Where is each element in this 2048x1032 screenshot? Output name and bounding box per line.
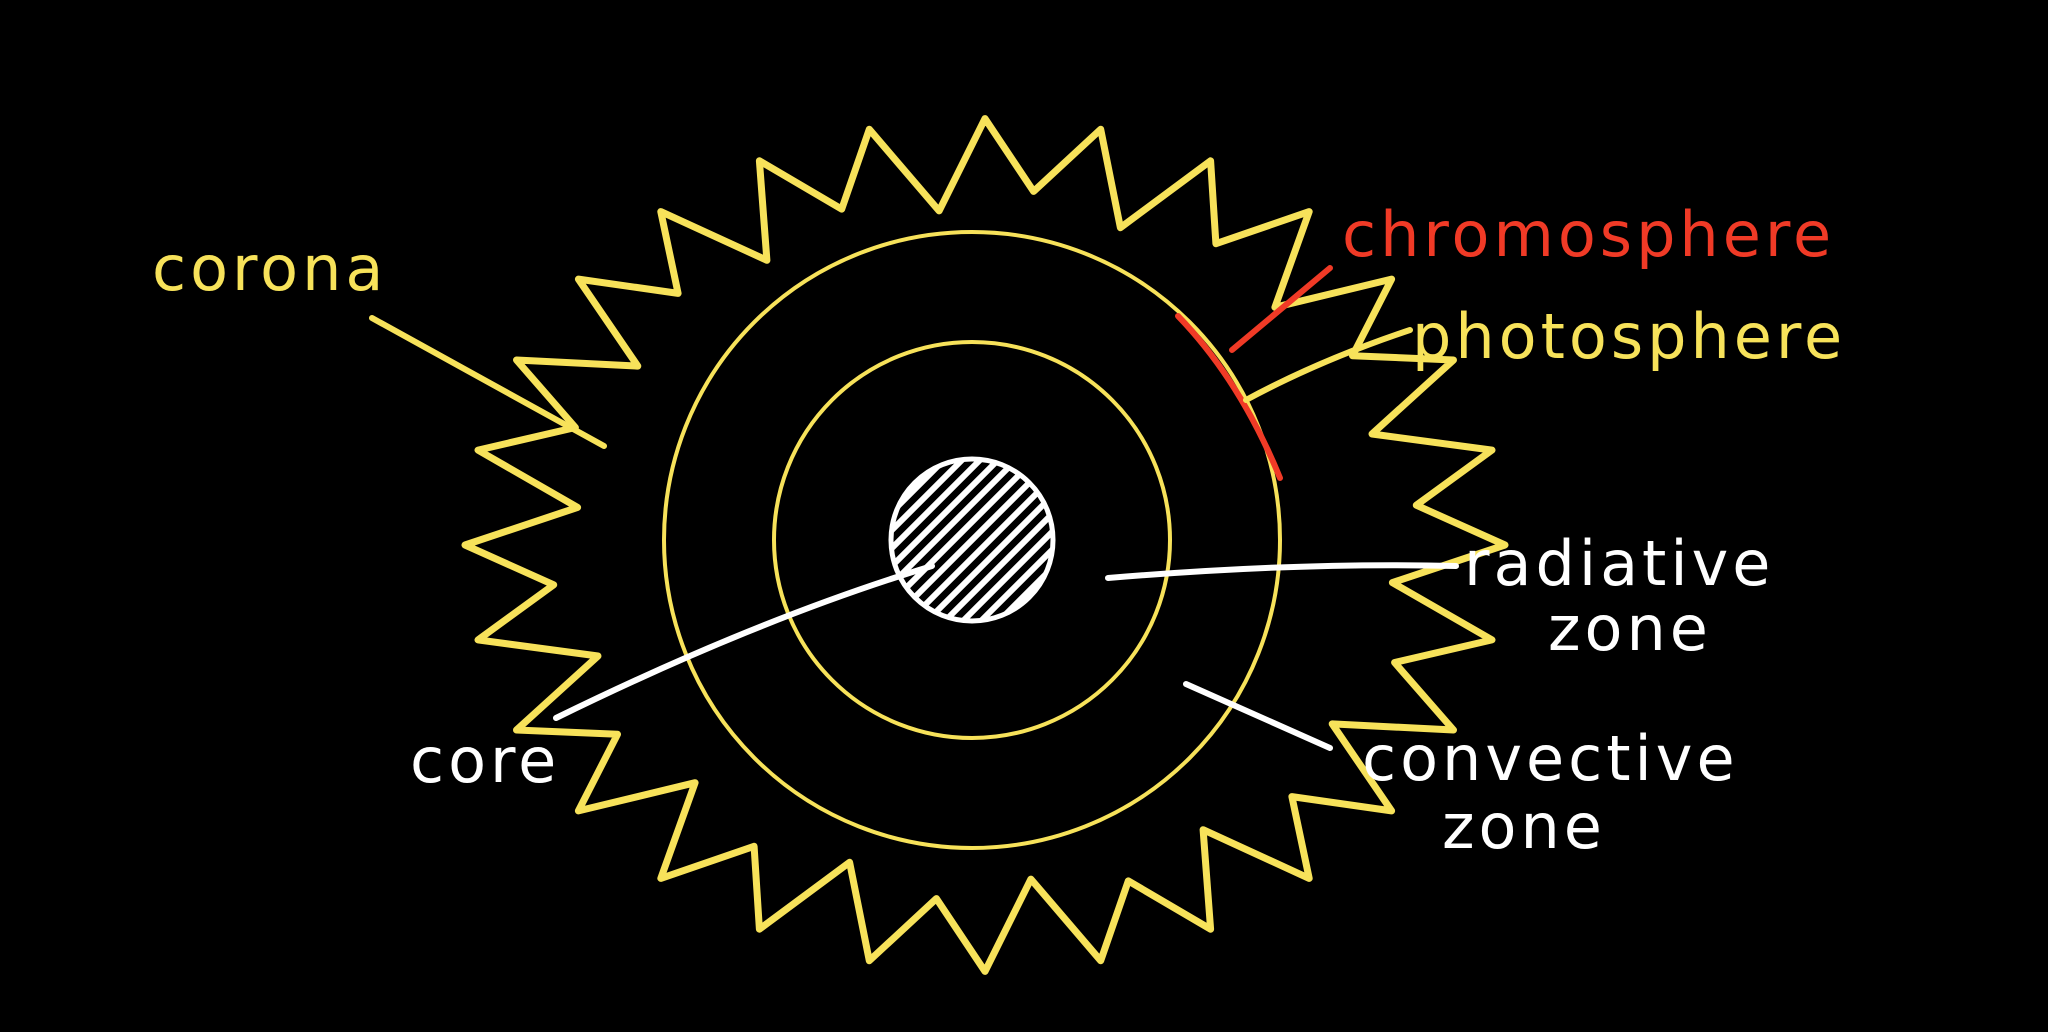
convective-zone-label-line2: zone: [1442, 790, 1606, 863]
radiative-zone-pointer-line: [1105, 562, 1459, 581]
convective-zone-label-line1: convective: [1362, 722, 1739, 795]
core-hatch-line: [987, 459, 1053, 621]
core-hatch-line: [891, 459, 1029, 621]
corona-outline: [461, 115, 1509, 975]
chromosphere-arc: [1175, 313, 1283, 481]
radiative-zone-label-line1: radiative: [1464, 527, 1774, 600]
photosphere-ring: [662, 230, 1282, 850]
core-hatch-line: [891, 459, 957, 621]
convective-zone-pointer-line: [1183, 681, 1333, 751]
corona-pointer-line: [369, 315, 607, 449]
core-hatch-line: [891, 459, 1053, 621]
core-hatching: [891, 459, 1053, 621]
core-pointer-line: [553, 563, 935, 721]
core-hatch-line: [891, 459, 993, 621]
radiative-zone-label-line2: zone: [1548, 592, 1712, 665]
core-hatch-line: [951, 459, 1053, 621]
core-circle: [888, 456, 1056, 624]
core-hatch-line: [891, 459, 975, 621]
chromosphere-label: chromosphere: [1342, 198, 1835, 271]
core-label: core: [410, 724, 560, 797]
corona-label: corona: [152, 232, 387, 305]
photosphere-label: photosphere: [1412, 300, 1846, 373]
radiative-zone-ring: [772, 340, 1172, 740]
core-hatch-line: [933, 459, 1053, 621]
core-hatch-line: [969, 459, 1053, 621]
core-hatch-line: [915, 459, 1053, 621]
core-hatch-line: [891, 459, 1011, 621]
chromosphere-pointer-line: [1229, 265, 1333, 353]
photosphere-pointer-line: [1243, 327, 1413, 403]
